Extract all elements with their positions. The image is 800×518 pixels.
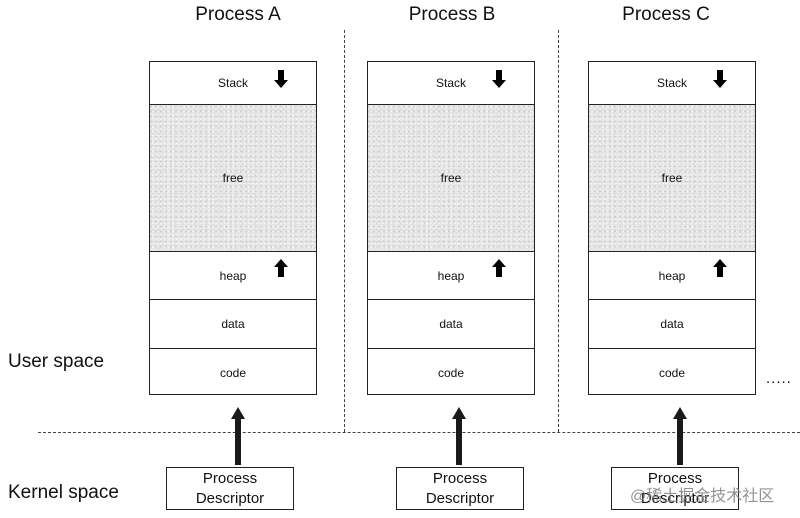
- heap-label: heap: [219, 268, 247, 283]
- free-label: free: [222, 171, 244, 185]
- stack-label: Stack: [217, 76, 248, 90]
- process-c-memory: Stack free heap data code: [588, 61, 756, 395]
- free-segment: free: [150, 105, 316, 252]
- process-c-title: Process C: [622, 4, 710, 25]
- heap-segment: heap: [368, 252, 534, 300]
- process-b-descriptor: Process Descriptor: [396, 467, 524, 510]
- process-a-title: Process A: [195, 4, 281, 25]
- code-label: code: [658, 365, 686, 380]
- free-label: free: [440, 171, 462, 185]
- descriptor-label: Process Descriptor: [640, 469, 710, 507]
- arrow-down-icon: [713, 70, 727, 88]
- thick-arrow-up-icon: [231, 407, 245, 465]
- arrow-down-icon: [274, 70, 288, 88]
- free-label: free: [661, 171, 683, 185]
- descriptor-label: Process Descriptor: [195, 469, 265, 507]
- free-segment: free: [589, 105, 755, 252]
- kernel-space-label: Kernel space: [8, 482, 119, 503]
- watermark: @稀土掘金技术社区: [630, 488, 775, 505]
- heap-label: heap: [437, 268, 465, 283]
- separator-b-c: [558, 30, 559, 432]
- data-segment: data: [368, 300, 534, 349]
- data-segment: data: [150, 300, 316, 349]
- user-space-label: User space: [8, 351, 105, 372]
- arrow-down-icon: [492, 70, 506, 88]
- heap-segment: heap: [589, 252, 755, 300]
- free-segment: free: [368, 105, 534, 252]
- process-a-descriptor: Process Descriptor: [166, 467, 294, 510]
- descriptor-label: Process Descriptor: [425, 469, 495, 507]
- stack-segment: Stack: [368, 62, 534, 105]
- code-segment: code: [368, 349, 534, 396]
- user-kernel-boundary: [38, 432, 800, 433]
- data-segment: data: [589, 300, 755, 349]
- arrow-up-icon: [713, 259, 727, 277]
- stack-segment: Stack: [150, 62, 316, 105]
- stack-segment: Stack: [589, 62, 755, 105]
- stack-label: Stack: [656, 76, 687, 90]
- process-b-title: Process B: [408, 4, 496, 25]
- heap-segment: heap: [150, 252, 316, 300]
- process-a-memory: Stack free heap data code: [149, 61, 317, 395]
- arrow-up-icon: [492, 259, 506, 277]
- data-label: data: [660, 317, 684, 331]
- thick-arrow-up-icon: [452, 407, 466, 465]
- code-segment: code: [589, 349, 755, 396]
- more-processes-ellipsis: .....: [766, 370, 792, 387]
- arrow-up-icon: [274, 259, 288, 277]
- separator-a-b: [344, 30, 345, 432]
- data-label: data: [439, 317, 463, 331]
- data-label: data: [221, 317, 245, 331]
- heap-label: heap: [658, 268, 686, 283]
- process-b-memory: Stack free heap data code: [367, 61, 535, 395]
- code-label: code: [219, 365, 247, 380]
- process-c-descriptor: Process Descriptor: [611, 467, 739, 510]
- code-label: code: [437, 365, 465, 380]
- stack-label: Stack: [435, 76, 466, 90]
- code-segment: code: [150, 349, 316, 396]
- thick-arrow-up-icon: [673, 407, 687, 465]
